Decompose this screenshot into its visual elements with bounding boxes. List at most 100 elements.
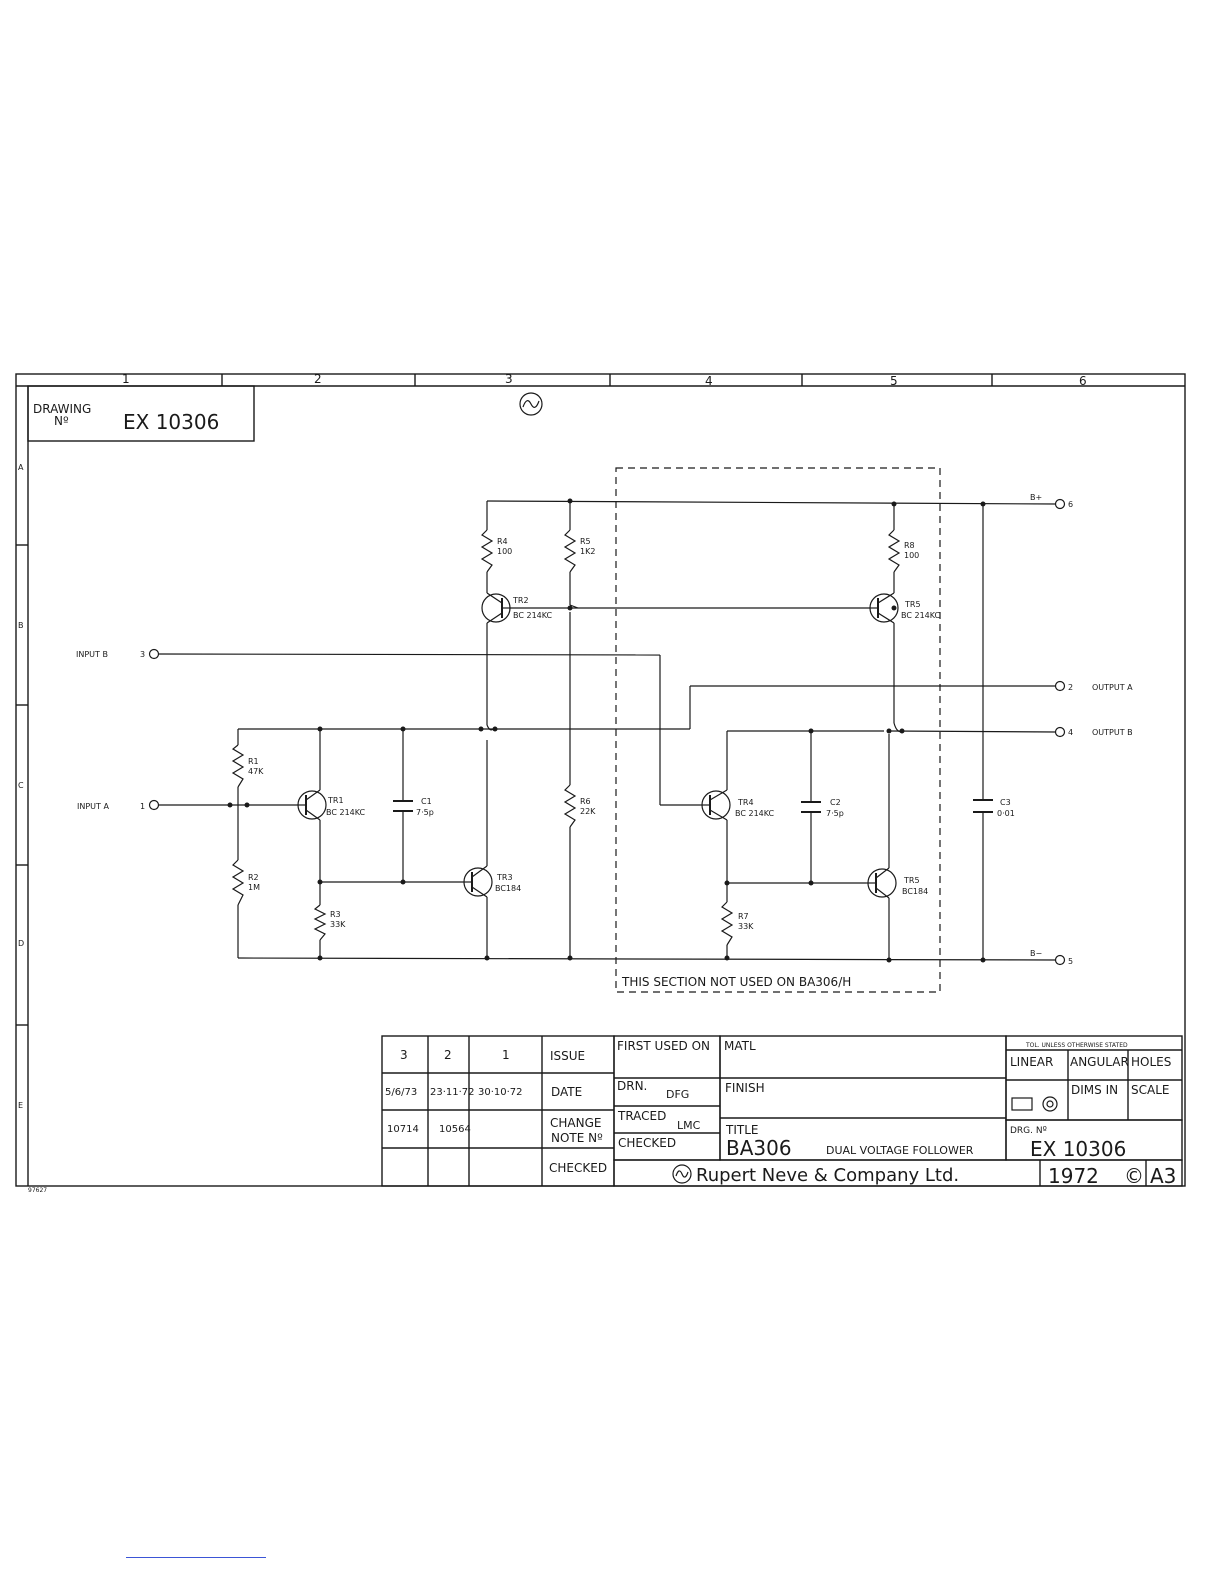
r3-ref: R3 bbox=[330, 910, 341, 919]
r5-ref: R5 bbox=[580, 537, 591, 546]
bplus-label: B+ bbox=[1030, 493, 1042, 502]
traced-label: TRACED bbox=[617, 1109, 666, 1123]
resistor-r3: R3 33K bbox=[313, 904, 346, 941]
transistor-tr3: TR3 BC184 bbox=[463, 865, 521, 898]
r8-val: 100 bbox=[904, 551, 919, 560]
tr5-val: BC 214KC bbox=[901, 611, 941, 620]
zone-column-labels: 1 2 3 4 5 6 bbox=[122, 372, 1087, 388]
zone-row-c: C bbox=[18, 781, 24, 790]
tr1-ref: TR1 bbox=[327, 796, 344, 805]
output-b-label: OUTPUT B bbox=[1092, 728, 1133, 737]
tr6-val: BC184 bbox=[902, 887, 928, 896]
title-code: BA306 bbox=[726, 1136, 792, 1160]
c2-val: 7·5p bbox=[826, 809, 844, 818]
traced-value: LMC bbox=[677, 1119, 701, 1132]
checked-label: CHECKED bbox=[549, 1161, 607, 1175]
r5-val: 1K2 bbox=[580, 547, 595, 556]
zone-col-6: 6 bbox=[1079, 374, 1087, 388]
resistor-r8: R8 100 bbox=[887, 529, 919, 573]
change-note-2: 10564 bbox=[439, 1124, 471, 1135]
junction-dots bbox=[227, 498, 986, 963]
finish-label: FINISH bbox=[725, 1081, 765, 1095]
zone-col-5: 5 bbox=[890, 374, 898, 388]
r6-ref: R6 bbox=[580, 797, 591, 806]
drg-no-label: DRG. Nº bbox=[1010, 1126, 1047, 1136]
drawing-no-sub: Nº bbox=[54, 414, 69, 428]
zone-row-d: D bbox=[18, 939, 24, 948]
zone-row-labels: A B C D E bbox=[18, 463, 24, 1110]
r3-val: 33K bbox=[330, 920, 346, 929]
c3-val: 0·01 bbox=[997, 809, 1015, 818]
drawing-no-label: DRAWING bbox=[33, 402, 91, 416]
terminal-output-b: 4 OUTPUT B bbox=[1054, 726, 1133, 738]
change-label: CHANGE bbox=[550, 1116, 601, 1130]
checked2-label: CHECKED bbox=[618, 1136, 676, 1150]
date-issue-3: 5/6/73 bbox=[385, 1087, 417, 1098]
input-a-label: INPUT A bbox=[77, 802, 109, 811]
output-b-pin: 4 bbox=[1068, 728, 1073, 737]
capacitor-c1: C1 7·5p bbox=[393, 797, 434, 817]
output-a-pin: 2 bbox=[1068, 683, 1073, 692]
issue-col-3: 3 bbox=[400, 1048, 408, 1062]
bminus-label: B− bbox=[1030, 949, 1042, 958]
angular-label: ANGULAR bbox=[1070, 1055, 1129, 1069]
r4-val: 100 bbox=[497, 547, 512, 556]
r6-val: 22K bbox=[580, 807, 596, 816]
c2-ref: C2 bbox=[830, 798, 841, 807]
unused-section-boundary: THIS SECTION NOT USED ON BA306/H bbox=[615, 467, 941, 993]
issue-col-2: 2 bbox=[444, 1048, 452, 1062]
page-footer-line bbox=[126, 1557, 266, 1558]
tr6-ref: TR5 bbox=[903, 876, 920, 885]
c1-val: 7·5p bbox=[416, 808, 434, 817]
resistor-r6: R6 22K bbox=[563, 784, 596, 828]
resistor-r4: R4 100 bbox=[480, 529, 512, 573]
drg-no: EX 10306 bbox=[1030, 1137, 1126, 1161]
r8-ref: R8 bbox=[904, 541, 915, 550]
holes-label: HOLES bbox=[1131, 1055, 1171, 1069]
date-label: DATE bbox=[551, 1085, 582, 1099]
r1-ref: R1 bbox=[248, 757, 259, 766]
resistor-r1: R1 47K bbox=[231, 744, 264, 788]
input-b-pin: 3 bbox=[140, 650, 145, 659]
title-block: 3 2 1 ISSUE 5/6/73 23·11·72 30·10·72 DAT… bbox=[381, 1035, 1183, 1188]
tr2-ref: TR2 bbox=[512, 596, 529, 605]
zone-col-4: 4 bbox=[705, 374, 713, 388]
copyright-mark: © bbox=[1124, 1164, 1144, 1188]
r7-ref: R7 bbox=[738, 912, 749, 921]
drn-value: DFG bbox=[666, 1088, 689, 1101]
company-name: Rupert Neve & Company Ltd. bbox=[696, 1165, 959, 1186]
linear-label: LINEAR bbox=[1010, 1055, 1053, 1069]
terminal-output-a: 2 OUTPUT A bbox=[1054, 680, 1133, 692]
dims-in-label: DIMS IN bbox=[1071, 1083, 1118, 1097]
transistor-tr4: TR4 BC 214KC bbox=[700, 789, 775, 821]
r1-val: 47K bbox=[248, 767, 264, 776]
tr4-val: BC 214KC bbox=[735, 809, 775, 818]
capacitor-c2: C2 7·5p bbox=[801, 798, 844, 818]
resistor-r5: R5 1K2 bbox=[563, 529, 595, 573]
transistor-tr2: TR2 BC 214KC bbox=[481, 592, 553, 624]
issue-col-1: 1 bbox=[502, 1048, 510, 1062]
drawing-no: EX 10306 bbox=[123, 410, 219, 434]
drawing-number-box: DRAWING Nº EX 10306 bbox=[27, 385, 255, 442]
company-logo-icon bbox=[672, 1164, 692, 1184]
tr4-ref: TR4 bbox=[737, 798, 754, 807]
issue-label: ISSUE bbox=[550, 1049, 585, 1063]
terminal-input-a: INPUT A 1 bbox=[77, 799, 160, 811]
input-a-pin: 1 bbox=[140, 802, 145, 811]
zone-row-b: B bbox=[18, 621, 24, 630]
transistor-tr1: TR1 BC 214KC bbox=[297, 789, 366, 821]
first-used-on-label: FIRST USED ON bbox=[617, 1039, 710, 1053]
tr5-ref: TR5 bbox=[904, 600, 921, 609]
capacitor-c3: C3 0·01 bbox=[973, 798, 1015, 818]
resistor-r2: R2 1M bbox=[231, 859, 260, 906]
terminal-bplus: B+ 6 bbox=[1030, 493, 1073, 510]
zone-col-1: 1 bbox=[122, 372, 130, 386]
sheet-size: A3 bbox=[1150, 1164, 1176, 1188]
tr1-val: BC 214KC bbox=[326, 808, 366, 817]
c1-ref: C1 bbox=[421, 797, 432, 806]
resistor-r7: R7 33K bbox=[720, 901, 754, 946]
change-label-2: NOTE Nº bbox=[551, 1131, 603, 1145]
r7-val: 33K bbox=[738, 922, 754, 931]
zone-row-e: E bbox=[18, 1101, 23, 1110]
